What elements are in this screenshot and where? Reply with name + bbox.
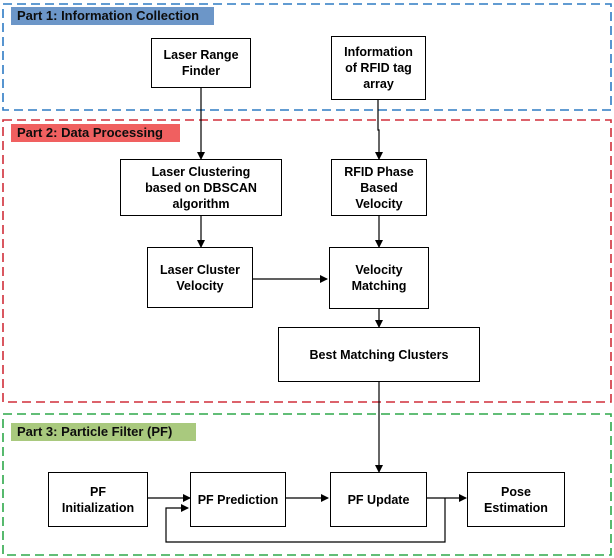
laser-range-finder-box: Laser Range Finder: [151, 38, 251, 88]
pf-initialization-box: PF Initialization: [48, 472, 148, 527]
part3-label: Part 3: Particle Filter (PF): [11, 423, 196, 441]
part3-frame: [2, 413, 612, 556]
velocity-matching-box: Velocity Matching: [329, 247, 429, 309]
arrow-rfid-info-to-phase: [375, 100, 383, 160]
part1-frame: [2, 3, 612, 111]
pf-update-box: PF Update: [330, 472, 427, 527]
laser-cluster-velocity-box: Laser Cluster Velocity: [147, 247, 253, 308]
feedback-loop-update-to-prediction: [165, 498, 446, 543]
part1-label: Part 1: Information Collection: [11, 7, 214, 25]
laser-clustering-box: Laser Clustering based on DBSCAN algorit…: [120, 159, 282, 216]
pf-prediction-box: PF Prediction: [190, 472, 286, 527]
part2-frame: [2, 119, 612, 403]
rfid-info-box: Information of RFID tag array: [331, 36, 426, 100]
rfid-phase-velocity-box: RFID Phase Based Velocity: [331, 159, 427, 216]
best-matching-clusters-box: Best Matching Clusters: [278, 327, 480, 382]
pose-estimation-box: Pose Estimation: [467, 472, 565, 527]
part2-label: Part 2: Data Processing: [11, 124, 180, 142]
